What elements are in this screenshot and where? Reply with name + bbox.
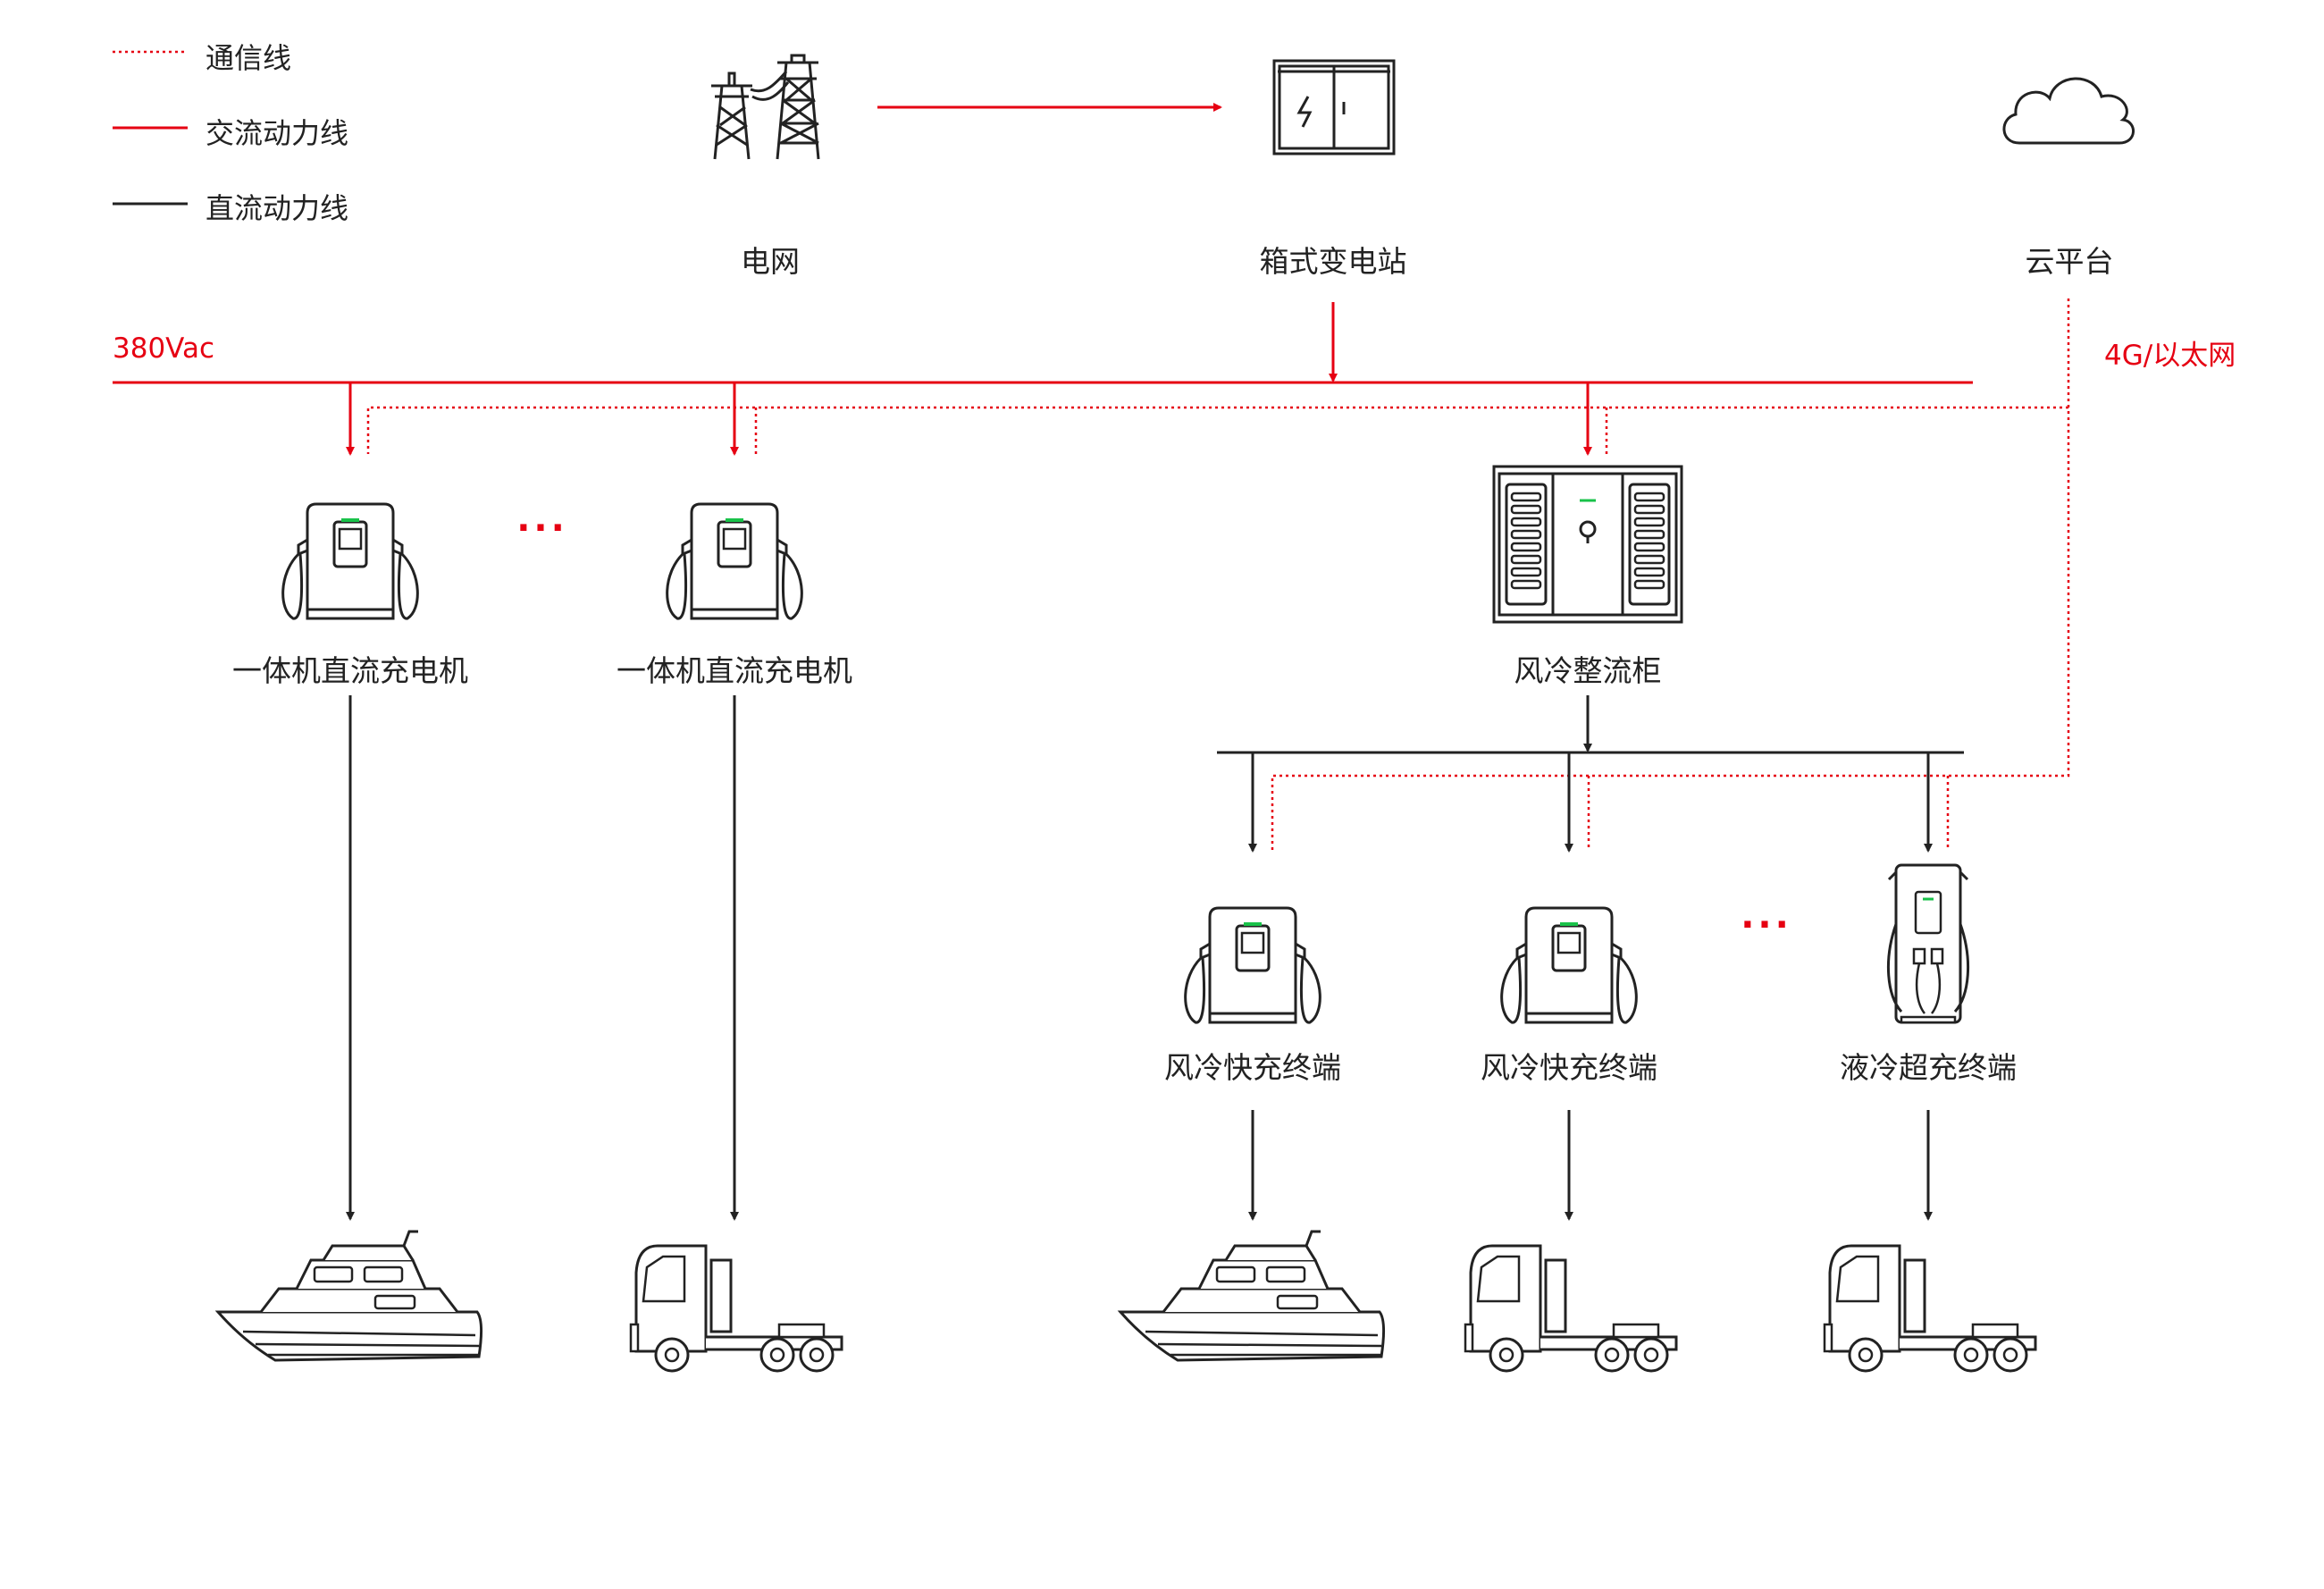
air-fast-terminal-2-label: 风冷快充终端	[1481, 1050, 1657, 1085]
truck-icon-1	[629, 1244, 843, 1373]
grid-label: 电网	[741, 244, 800, 279]
liquid-super-terminal-label: 液冷超充终端	[1840, 1050, 2017, 1085]
cloud-platform-label: 云平台	[2025, 244, 2114, 279]
truck-icon-3	[1823, 1244, 2037, 1373]
ellipsis-top: ···	[516, 508, 568, 549]
yacht-icon-2	[1119, 1230, 1386, 1362]
box-substation-label: 箱式变电站	[1259, 244, 1407, 279]
integrated-charger-2-label: 一体机直流充电机	[617, 653, 852, 688]
cloud-icon	[2002, 77, 2135, 145]
air-fast-terminal-1-icon	[1183, 906, 1322, 1025]
legend-ac-label: 交流动力线	[206, 116, 349, 150]
comm-line-top	[1271, 298, 2070, 851]
box-substation-icon	[1272, 59, 1396, 156]
power-grid-icon	[711, 54, 820, 160]
ellipsis-bottom: ···	[1741, 904, 1792, 946]
rectifier-cabinet-icon	[1492, 465, 1683, 624]
comm-line-upper	[366, 406, 2068, 454]
comm-protocol-label: 4G/以太网	[2104, 340, 2236, 372]
integrated-charger-2-icon	[665, 502, 804, 621]
integrated-charger-1-label: 一体机直流充电机	[232, 653, 468, 688]
yacht-icon-1	[216, 1230, 483, 1362]
legend-dc-label: 直流动力线	[206, 191, 349, 225]
ac-voltage-label: 380Vac	[113, 332, 215, 365]
liquid-super-terminal-icon	[1886, 863, 1970, 1024]
legend-comm-label: 通信线	[206, 41, 292, 75]
air-fast-terminal-1-label: 风冷快充终端	[1164, 1050, 1341, 1085]
rectifier-cabinet-label: 风冷整流柜	[1514, 653, 1662, 688]
air-fast-terminal-2-icon	[1499, 906, 1639, 1025]
truck-icon-2	[1464, 1244, 1678, 1373]
integrated-charger-1-icon	[281, 502, 420, 621]
